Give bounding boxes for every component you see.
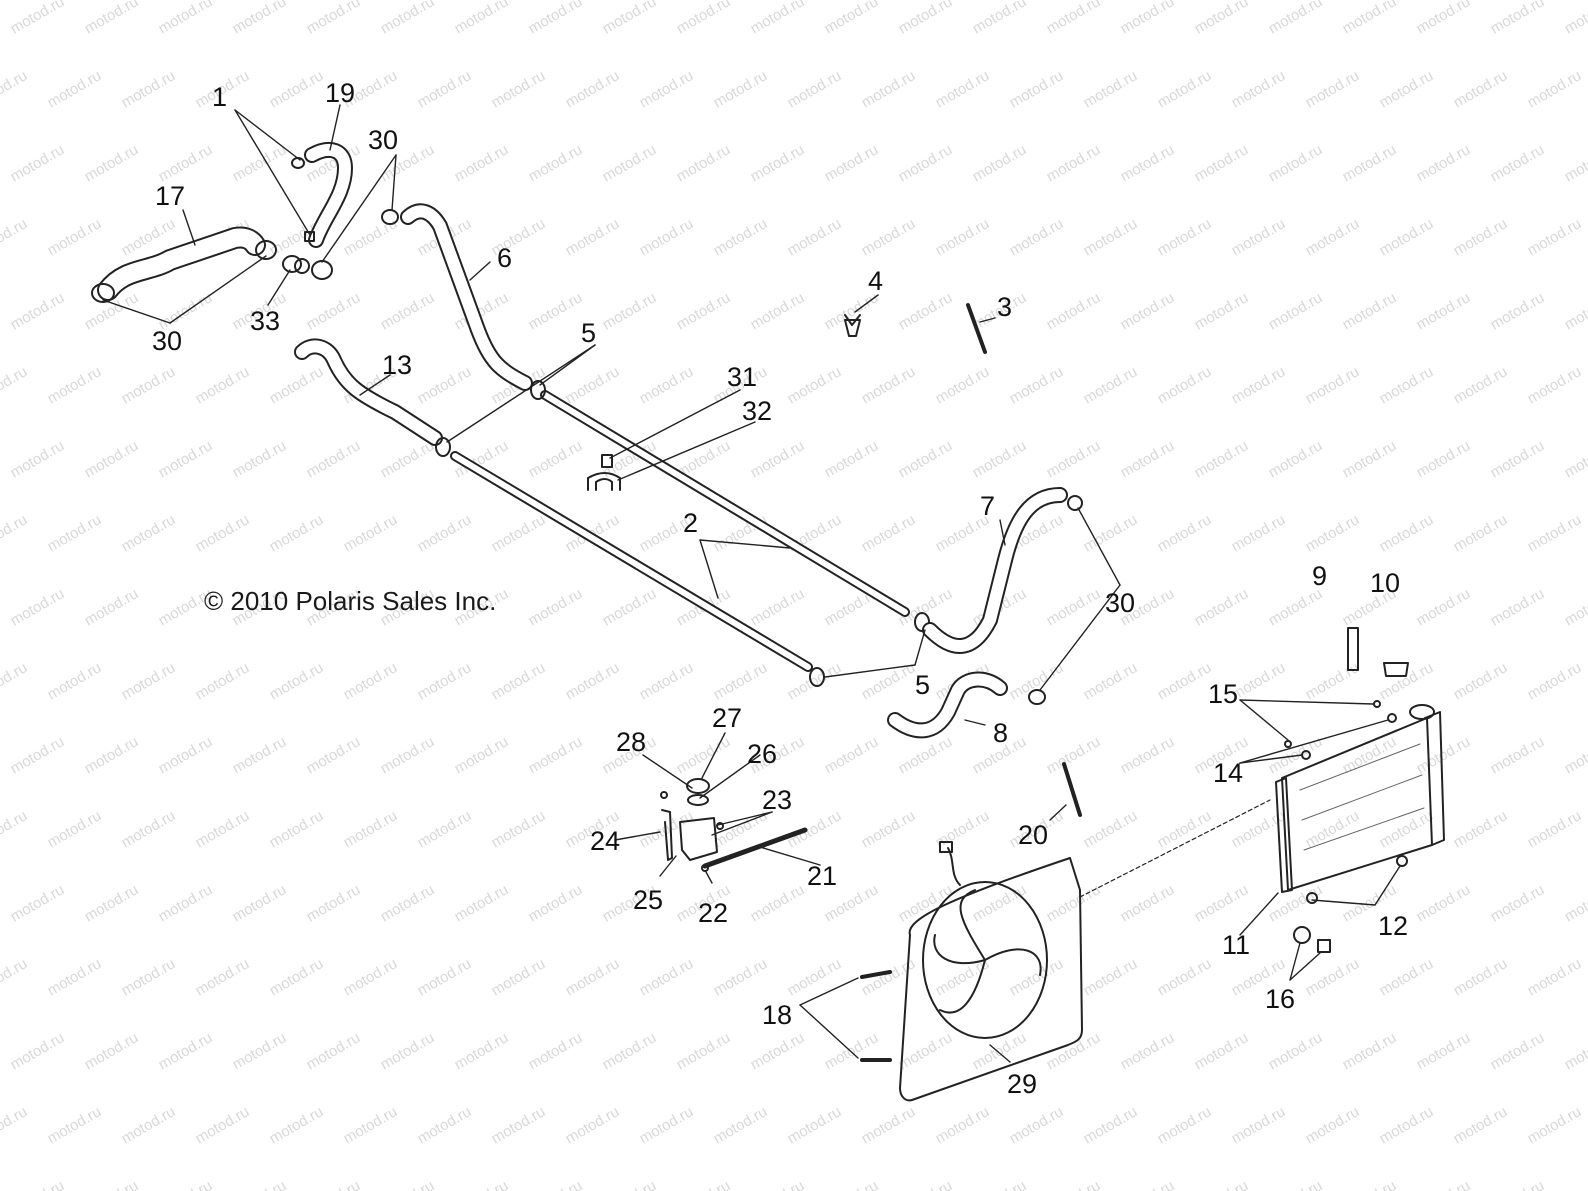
bracket-32 (587, 472, 621, 491)
alignment-line (1079, 799, 1271, 898)
callout-18: 18 (762, 1000, 792, 1030)
hose-17 (97, 226, 266, 301)
callout-12: 12 (1378, 911, 1408, 941)
clamp-5 (809, 667, 825, 687)
callout-14: 14 (1213, 758, 1243, 788)
radiator (1275, 704, 1445, 893)
fitting-33 (294, 258, 310, 274)
callout-21: 21 (807, 861, 837, 891)
callout-16: 16 (1265, 984, 1295, 1014)
fastener-31 (601, 454, 613, 468)
callout-20: 20 (1018, 820, 1048, 850)
hose-7 (922, 487, 1068, 654)
pipe-2-lower (450, 451, 813, 672)
hose-19 (304, 141, 353, 248)
callout-6: 6 (497, 243, 512, 273)
bleed-valve-9 (1347, 627, 1359, 671)
cable-tie-3 (966, 303, 987, 354)
coolant-reservoir (660, 778, 808, 872)
clamp-30 (255, 240, 277, 260)
callout-27: 27 (712, 703, 742, 733)
callout-30: 30 (1105, 588, 1135, 618)
hose-13 (294, 338, 443, 446)
screw-15 (1373, 700, 1381, 708)
clamp-30 (381, 209, 399, 225)
callout-22: 22 (698, 898, 728, 928)
clip-4 (844, 314, 861, 337)
clamp-1 (291, 157, 305, 169)
washer-14 (1301, 750, 1311, 760)
callout-1: 1 (212, 82, 227, 112)
copyright-notice: © 2010 Polaris Sales Inc. (204, 586, 497, 616)
sensor-16 (1317, 939, 1331, 953)
callout-10: 10 (1370, 568, 1400, 598)
callout-13: 13 (382, 350, 412, 380)
callout-29: 29 (1007, 1069, 1037, 1099)
callout-19: 19 (325, 78, 355, 108)
callout-30: 30 (368, 125, 398, 155)
clamp-30 (91, 283, 115, 303)
callout-25: 25 (633, 885, 663, 915)
grommet-12 (1396, 855, 1408, 867)
hose-8 (887, 671, 1008, 739)
callout-15: 15 (1208, 679, 1238, 709)
callout-33: 33 (250, 306, 280, 336)
clamp-30 (1028, 689, 1046, 705)
callout-5: 5 (915, 670, 930, 700)
callout-9: 9 (1312, 561, 1327, 591)
clamp-5 (530, 380, 546, 400)
callout-17: 17 (155, 181, 185, 211)
callout-23: 23 (762, 785, 792, 815)
pipe-2-upper (540, 390, 910, 617)
clamp-30 (1067, 495, 1083, 511)
leader-lines (102, 104, 1401, 1063)
bolt-18 (860, 970, 892, 979)
callout-28: 28 (616, 727, 646, 757)
clamp-5 (435, 437, 451, 457)
fan-shroud (899, 841, 1083, 1102)
clamp-30 (311, 260, 333, 280)
clamp-1 (304, 231, 315, 242)
callout-31: 31 (727, 362, 757, 392)
callout-2: 2 (683, 508, 698, 538)
screw-15 (1284, 740, 1292, 748)
callout-30: 30 (152, 326, 182, 356)
fitting-33 (282, 255, 302, 273)
radiator-cap-10 (1383, 662, 1409, 677)
cable-tie-20 (1062, 762, 1082, 817)
callout-5: 5 (581, 318, 596, 348)
callout-8: 8 (993, 718, 1008, 748)
callout-11: 11 (1222, 930, 1250, 960)
grommet-12 (1306, 892, 1318, 904)
callout-7: 7 (980, 491, 995, 521)
callout-3: 3 (997, 292, 1012, 322)
clamp-5 (914, 612, 930, 632)
callout-4: 4 (868, 266, 883, 296)
washer-16 (1293, 926, 1311, 944)
callout-32: 32 (742, 396, 772, 426)
callout-26: 26 (747, 739, 777, 769)
callout-labels: 1 19 30 17 30 33 6 5 13 31 32 4 3 2 7 30… (152, 78, 1408, 1099)
callout-24: 24 (590, 826, 620, 856)
washer-14 (1387, 713, 1397, 723)
hose-6 (400, 203, 533, 391)
